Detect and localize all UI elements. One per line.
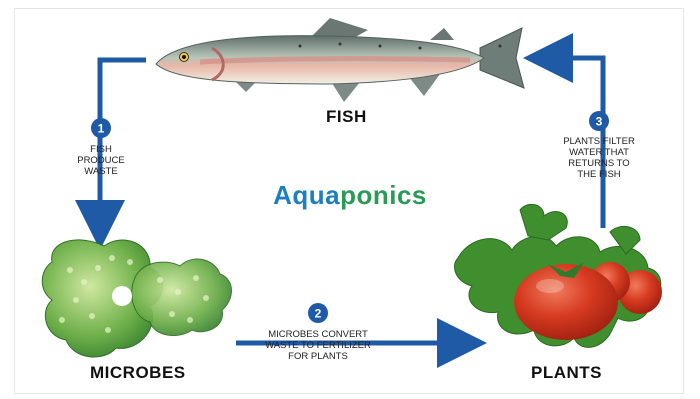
step-1-line-1: FISH (66, 144, 136, 155)
step-2-line-1: MICROBES CONVERT (248, 329, 388, 340)
step-3-line-1: PLANTS FILTER (549, 136, 649, 147)
step-3-line-3: RETURNS TO (549, 158, 649, 169)
step-number-1: 1 (98, 122, 105, 136)
diagram-title: Aquaponics (240, 180, 460, 211)
fish-label: FISH (326, 107, 367, 127)
title-part-aqua: Aqua (273, 180, 340, 210)
step-number-2: 2 (315, 307, 322, 321)
title-part-ponics: ponics (340, 180, 427, 210)
step-3-line-4: THE FISH (549, 169, 649, 180)
microbes-illustration (42, 240, 231, 357)
step-badge-2: 2 (308, 303, 328, 323)
plants-illustration (454, 204, 662, 347)
step-1-text: FISH PRODUCE WASTE (66, 144, 136, 177)
step-badge-1: 1 (91, 118, 111, 138)
step-number-3: 3 (596, 115, 603, 129)
step-3-line-2: WATER THAT (549, 147, 649, 158)
step-2-line-2: WASTE TO FERTILIZER (248, 340, 388, 351)
microbes-label: MICROBES (90, 363, 186, 383)
step-1-line-3: WASTE (66, 166, 136, 177)
step-3-text: PLANTS FILTER WATER THAT RETURNS TO THE … (549, 136, 649, 180)
step-2-line-3: FOR PLANTS (248, 351, 388, 362)
step-1-line-2: PRODUCE (66, 155, 136, 166)
fish-illustration (156, 18, 524, 102)
plants-label: PLANTS (531, 363, 602, 383)
step-badge-3: 3 (589, 111, 609, 131)
arrow-fish-to-microbes (100, 60, 146, 225)
step-2-text: MICROBES CONVERT WASTE TO FERTILIZER FOR… (248, 329, 388, 362)
